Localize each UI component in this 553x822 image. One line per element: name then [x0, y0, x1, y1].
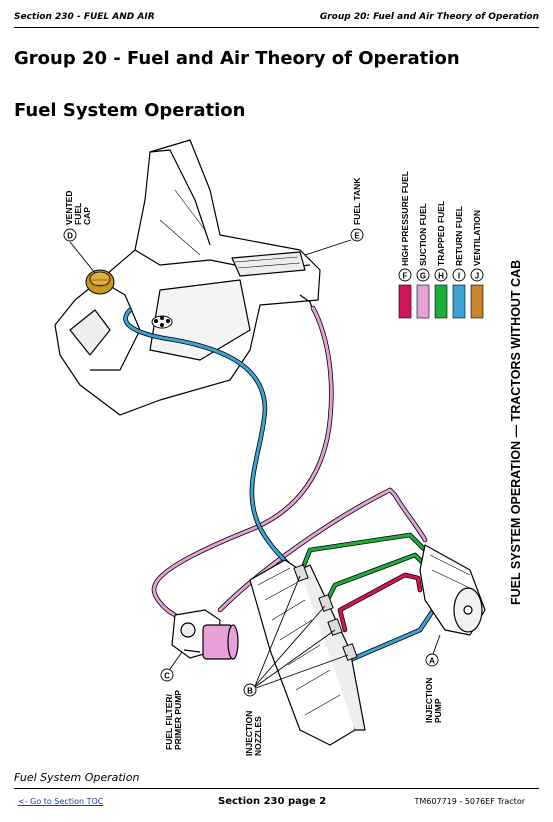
svg-text:INJECTION PUMP: INJECTION PUMP	[424, 675, 443, 723]
callout-b-letter: B	[247, 687, 253, 696]
page-header: Section 230 - FUEL AND AIR Group 20: Fue…	[0, 0, 553, 30]
color-legend: F HIGH PRESSURE FUEL G SUCTION FUEL H TR…	[398, 171, 484, 319]
svg-text:VENTED FUEL CAP: VENTED FUEL CAP	[64, 188, 92, 225]
header-rule	[14, 27, 539, 28]
callout-fuel-filter: C FUEL FILTER/ PRIMER PUMP	[160, 651, 183, 750]
legend-j-label: VENTILATION	[472, 210, 482, 266]
legend-item-suction-fuel: G SUCTION FUEL	[416, 203, 430, 319]
callout-c-letter: C	[164, 672, 170, 681]
callout-a-line1: INJECTION	[424, 678, 434, 723]
callout-injection-nozzles: B INJECTION NOZZLES	[243, 575, 349, 756]
injection-pump-drawing	[419, 544, 486, 636]
legend-j-letter: J	[475, 272, 479, 281]
callout-d-line3: CAP	[82, 207, 92, 225]
callout-injection-pump: A INJECTION PUMP	[424, 634, 443, 723]
legend-i-label: RETURN FUEL	[454, 206, 464, 266]
legend-h-swatch	[434, 284, 448, 319]
callout-d-letter: D	[67, 232, 73, 241]
callout-a-line2: PUMP	[433, 698, 443, 723]
fuel-filter-drawing	[171, 609, 239, 660]
svg-text:INJECTION NOZZLES: INJECTION NOZZLES	[244, 708, 263, 756]
footer-page-number: Section 230 page 2	[218, 796, 327, 807]
callout-vented-fuel-cap: D VENTED FUEL CAP	[63, 188, 96, 274]
injection-nozzles	[293, 564, 358, 661]
callout-e-letter: E	[354, 232, 360, 241]
legend-f-letter: F	[403, 272, 408, 281]
legend-item-return-fuel: I RETURN FUEL	[452, 206, 466, 319]
go-to-section-toc-link[interactable]: <- Go to Section TOC	[18, 797, 104, 806]
callout-b-line2: NOZZLES	[253, 716, 263, 756]
section-title: Fuel System Operation	[14, 100, 246, 121]
footer-rule	[14, 788, 539, 789]
header-group: Group 20: Fuel and Air Theory of Operati…	[319, 12, 539, 22]
svg-text:FUEL FILTER/ PRIMER PUMP: FUEL FILTER/ PRIMER PUMP	[164, 690, 183, 750]
callout-a-letter: A	[429, 657, 435, 666]
diagram-side-title: FUEL SYSTEM OPERATION — TRACTORS WITHOUT…	[509, 260, 523, 605]
engine-head-drawing	[249, 559, 366, 746]
legend-item-trapped-fuel: H TRAPPED FUEL	[434, 201, 448, 319]
callout-b-line1: INJECTION	[244, 711, 254, 756]
legend-h-label: TRAPPED FUEL	[436, 201, 446, 266]
callout-c-line1: FUEL FILTER/	[164, 693, 174, 750]
legend-i-swatch	[452, 284, 466, 319]
fuel-system-diagram: D VENTED FUEL CAP E FUEL TANK C FUEL FIL…	[54, 139, 523, 756]
callout-d-line1: VENTED	[64, 191, 74, 225]
vented-fuel-cap	[85, 269, 115, 295]
legend-item-high-pressure-fuel: F HIGH PRESSURE FUEL	[398, 171, 412, 319]
footer-document-id: TM607719 - 5076EF Tractor	[414, 797, 525, 806]
callout-fuel-tank: E FUEL TANK	[304, 177, 364, 256]
callout-e-label: FUEL TANK	[352, 177, 362, 225]
legend-h-letter: H	[438, 272, 444, 281]
fuel-sender	[151, 315, 173, 329]
callout-d-line2: FUEL	[73, 203, 83, 225]
legend-j-swatch	[470, 284, 484, 319]
legend-i-letter: I	[458, 272, 460, 281]
legend-item-ventilation: J VENTILATION	[470, 210, 484, 319]
legend-f-swatch	[398, 284, 412, 319]
callout-c-line2: PRIMER PUMP	[173, 690, 183, 750]
group-title: Group 20 - Fuel and Air Theory of Operat…	[14, 48, 460, 69]
figure-caption: Fuel System Operation	[14, 771, 140, 784]
legend-f-label: HIGH PRESSURE FUEL	[400, 171, 410, 266]
header-section: Section 230 - FUEL AND AIR	[14, 12, 155, 22]
legend-g-swatch	[416, 284, 430, 319]
legend-g-letter: G	[420, 272, 426, 281]
legend-g-label: SUCTION FUEL	[418, 203, 428, 266]
